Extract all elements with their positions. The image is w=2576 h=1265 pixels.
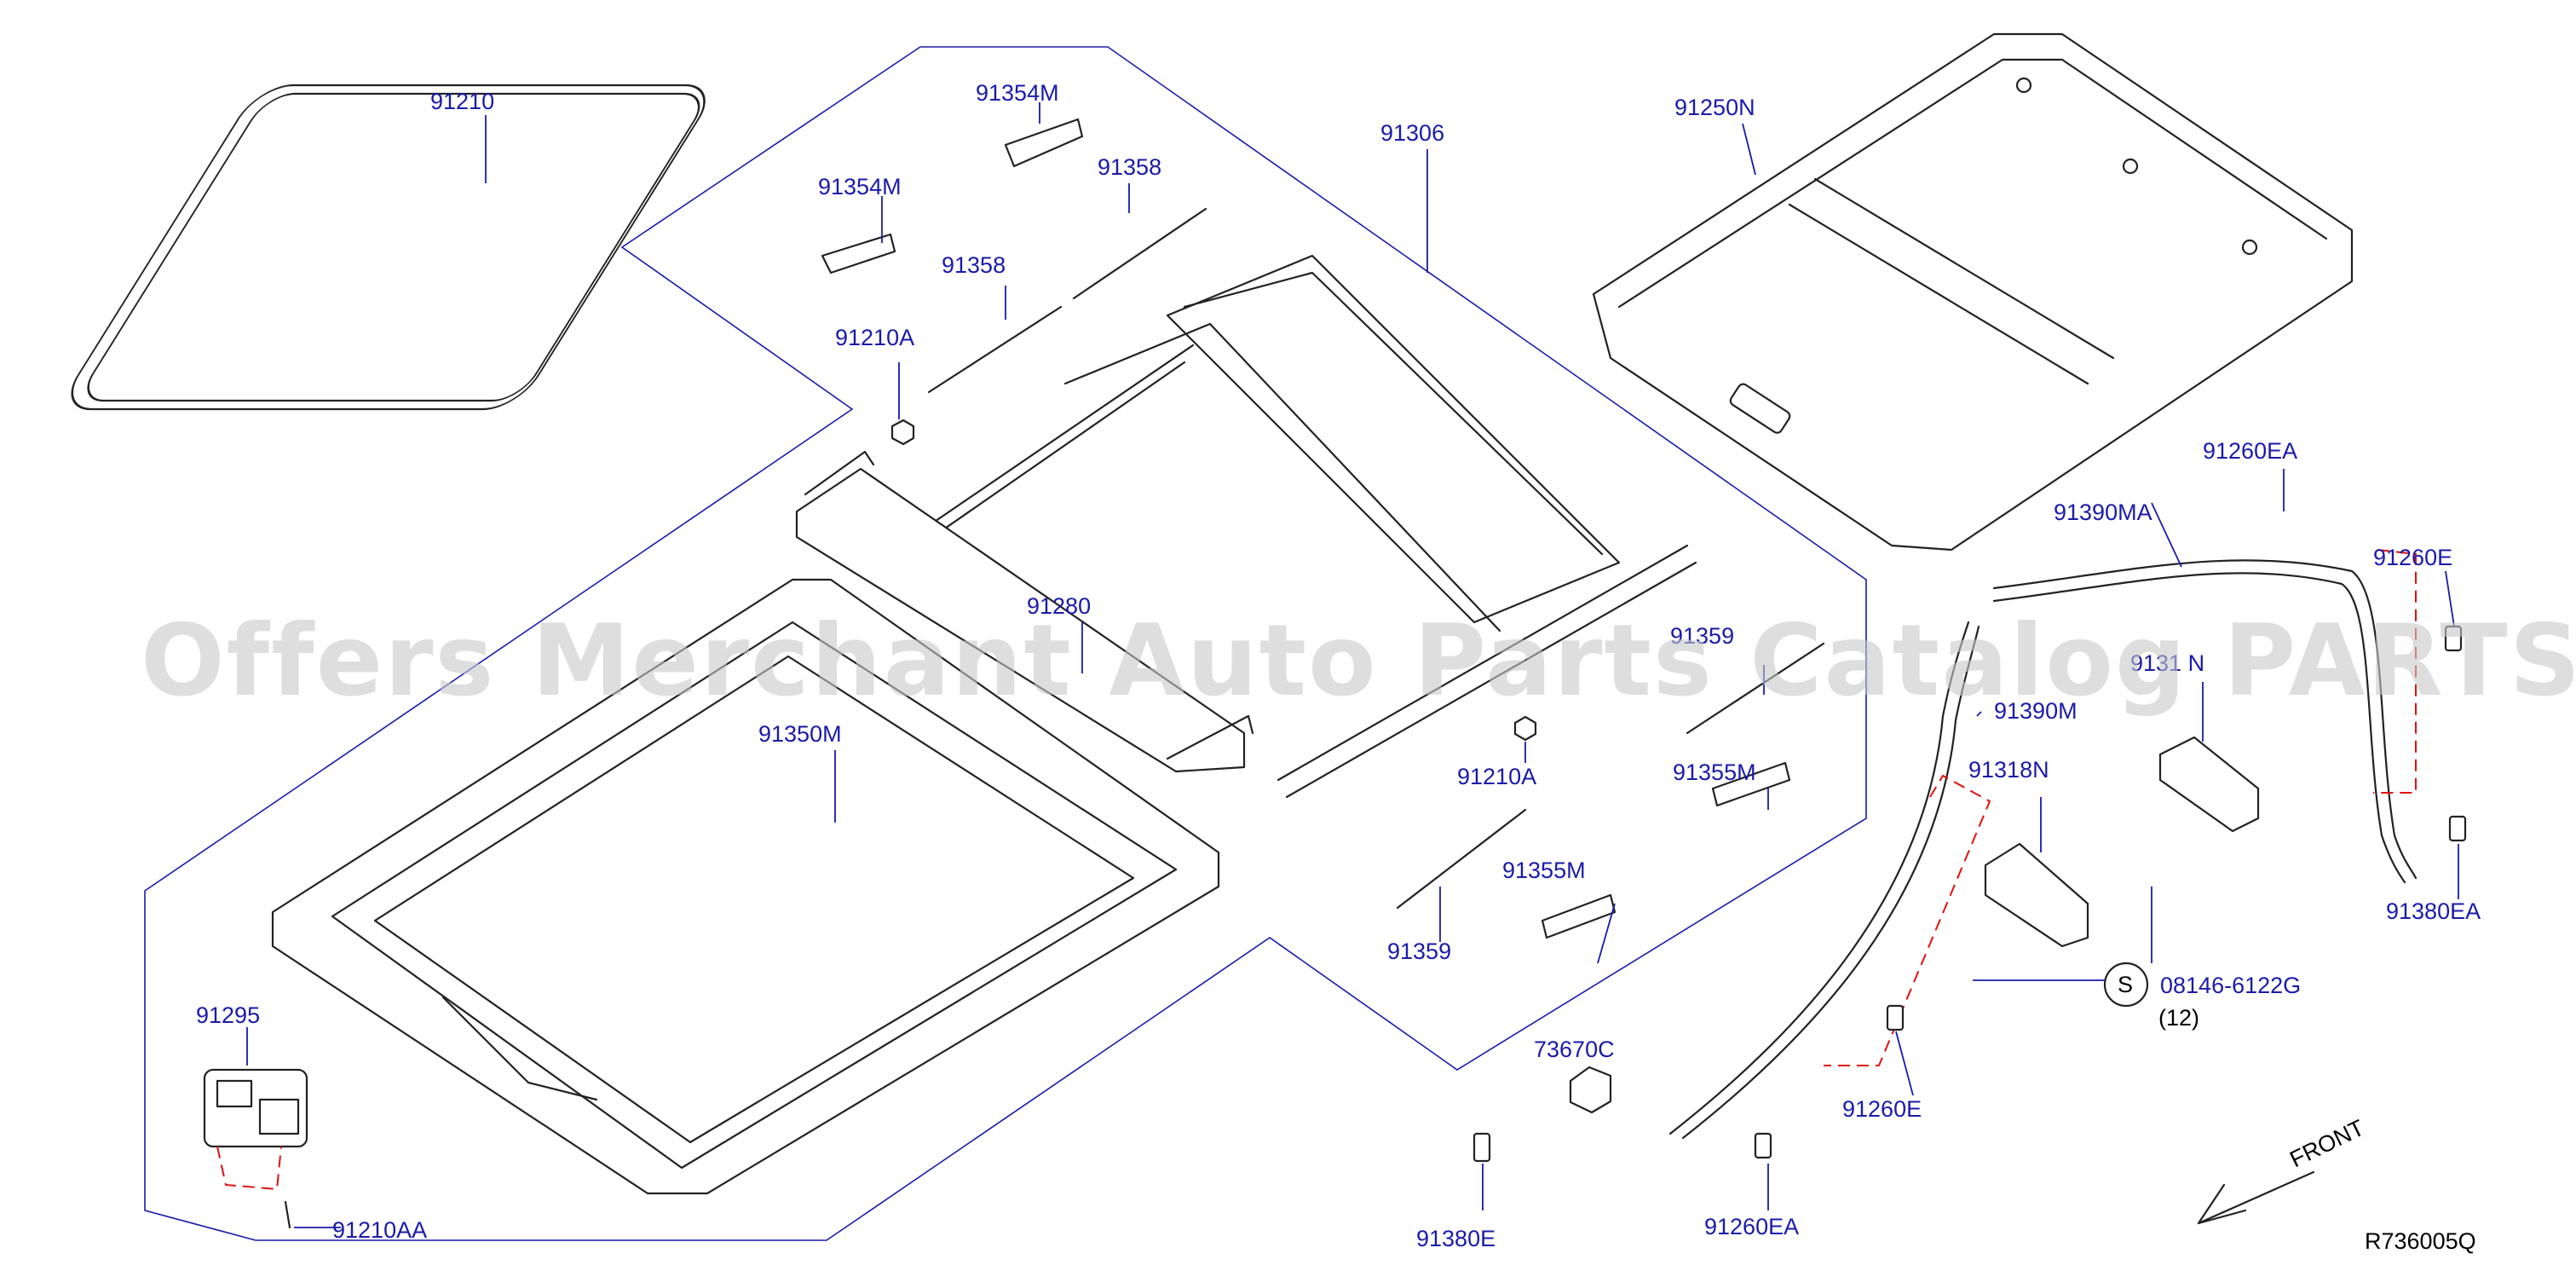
callout-91210AA: 91210AA [332,1217,427,1243]
drawing-number: R736005Q [2365,1228,2476,1254]
callout-91280: 91280 [1027,593,1091,619]
callout-91390M: 91390M [1994,698,2078,724]
callout-91318N-b: 9131 N [2130,650,2204,676]
callout-91210A-b: 91210A [1457,764,1536,789]
callout-91350M: 91350M [758,721,842,747]
sunroof-motor-part [203,1068,308,1229]
drain-hoses [1668,549,2418,1140]
sunroof-unit-boundary [144,46,1867,1241]
callout-91210: 91210 [430,89,494,114]
callout-91306: 91306 [1380,120,1444,146]
fasteners [1472,625,2467,1163]
callout-91358-b: 91358 [942,252,1006,278]
screw-symbol: S [2118,972,2133,997]
callout-91354M-b: 91354M [818,174,902,199]
callout-91210A-a: 91210A [835,325,914,350]
leader-lines [246,102,2459,1228]
callout-91358-a: 91358 [1098,154,1161,180]
glass-weatherstrip-part [71,84,706,411]
callout-91390MA: 91390MA [2054,500,2152,525]
sunroof-frame-rails-part [919,254,1697,799]
callout-91260E-a: 91260E [1842,1096,1922,1122]
sunroof-main-frame-part [271,578,1220,1195]
front-label: FRONT [2285,1115,2368,1173]
callout-91355M-a: 91355M [1673,760,1756,785]
callout-91355M-b: 91355M [1502,858,1586,883]
callout-91359-a: 91359 [1670,623,1734,649]
callout-91295: 91295 [196,1002,260,1028]
callout-91380EA: 91380EA [2386,898,2481,924]
callout-08146-6122G: 08146-6122G [2160,973,2301,998]
callout-91260EA-b: 91260EA [2203,438,2297,464]
callout-91260E-b: 91260E [2373,545,2452,570]
callout-91318N-a: 91318N [1968,757,2049,783]
guide-clips [821,118,1825,939]
callout-91380E: 91380E [1416,1226,1495,1251]
callout-91354M-a: 91354M [976,80,1059,106]
drain-brackets [1984,736,2260,948]
front-direction-arrow: FRONT [2197,1115,2368,1225]
callout-91250N: 91250N [1674,95,1755,120]
callout-quantity: (12) [2158,1005,2199,1031]
callout-73670C: 73670C [1534,1037,1615,1062]
callout-91260EA-a: 91260EA [1704,1214,1799,1239]
sunshade-part [795,450,1254,773]
callout-91359-b: 91359 [1387,939,1451,964]
headliner-panel-part [1592,32,2354,552]
watermark: Offers Merchant Auto Parts Catalog PARTS… [141,604,2576,719]
